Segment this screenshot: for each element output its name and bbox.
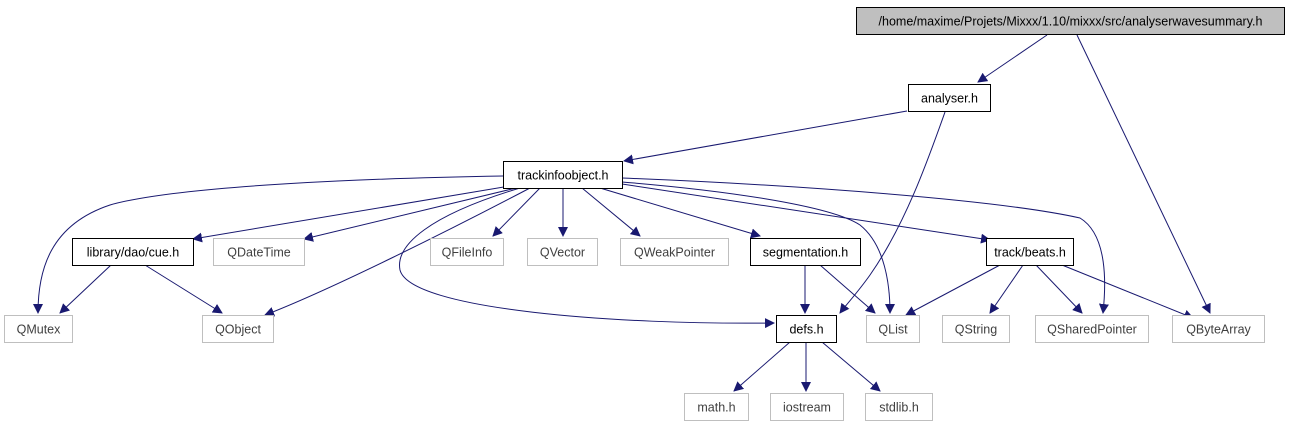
edge-trackinfo-to-qweakpointer xyxy=(581,187,641,237)
node-qweakpointer-box xyxy=(620,238,729,266)
edge-trackinfo-to-qdatetime xyxy=(303,187,517,242)
node-qsharedpointer[interactable]: QSharedPointer xyxy=(1035,315,1149,343)
node-beats-label: track/beats.h xyxy=(994,246,1066,260)
node-qsharedpointer-box xyxy=(1035,315,1149,343)
node-qobject-box xyxy=(202,315,274,343)
node-cue[interactable]: library/dao/cue.h xyxy=(72,238,194,266)
nodes-layer: /home/maxime/Projets/Mixxx/1.10/mixxx/sr… xyxy=(4,7,1285,421)
edges-layer xyxy=(33,34,1211,392)
node-segmentation[interactable]: segmentation.h xyxy=(750,238,861,266)
node-qmutex-label: QMutex xyxy=(17,323,62,337)
node-qdatetime[interactable]: QDateTime xyxy=(213,238,305,266)
node-qfileinfo-box xyxy=(430,238,504,266)
node-beats[interactable]: track/beats.h xyxy=(986,238,1074,266)
edge-segmentation-to-qlist xyxy=(819,264,876,314)
node-qvector-box xyxy=(527,238,598,266)
node-analyser-label: analyser.h xyxy=(921,92,978,106)
node-root-box xyxy=(856,7,1285,35)
edge-beats-to-qbytearray xyxy=(1061,264,1194,320)
node-qlist-box xyxy=(866,315,920,343)
node-iostream[interactable]: iostream xyxy=(770,393,844,421)
node-qvector[interactable]: QVector xyxy=(527,238,598,266)
node-math[interactable]: math.h xyxy=(684,393,749,421)
node-qlist[interactable]: QList xyxy=(866,315,920,343)
node-qmutex[interactable]: QMutex xyxy=(4,315,73,343)
edge-trackinfo-to-qlist xyxy=(621,181,895,314)
edge-trackinfo-to-cue xyxy=(192,185,511,243)
node-qobject-label: QObject xyxy=(215,323,261,337)
edge-root-to-analyser xyxy=(977,34,1048,83)
node-trackinfo-label: trackinfoobject.h xyxy=(517,169,608,183)
edge-beats-to-qlist xyxy=(905,264,1001,316)
node-defs-box xyxy=(776,315,837,343)
node-qweakpointer[interactable]: QWeakPointer xyxy=(620,238,729,266)
node-qdatetime-box xyxy=(213,238,305,266)
node-qbytearray-box xyxy=(1172,315,1265,343)
node-trackinfo-box xyxy=(503,161,623,189)
node-iostream-label: iostream xyxy=(783,401,831,415)
edge-trackinfo-to-qsharedpointer xyxy=(621,177,1109,314)
node-segmentation-label: segmentation.h xyxy=(763,246,849,260)
node-cue-label: library/dao/cue.h xyxy=(87,246,179,260)
node-math-box xyxy=(684,393,749,421)
edge-trackinfo-to-defs xyxy=(399,187,775,329)
edge-trackinfo-to-qfileinfo xyxy=(492,187,541,237)
node-qmutex-box xyxy=(4,315,73,343)
edge-analyser-to-trackinfo xyxy=(623,110,908,165)
node-stdlib[interactable]: stdlib.h xyxy=(865,393,933,421)
node-root-label: /home/maxime/Projets/Mixxx/1.10/mixxx/sr… xyxy=(879,15,1263,29)
node-math-label: math.h xyxy=(697,401,735,415)
edge-defs-to-stdlib xyxy=(821,341,881,392)
edge-defs-to-math xyxy=(733,341,791,392)
node-qfileinfo-label: QFileInfo xyxy=(442,246,493,260)
node-root: /home/maxime/Projets/Mixxx/1.10/mixxx/sr… xyxy=(856,7,1285,35)
node-qweakpointer-label: QWeakPointer xyxy=(634,246,715,260)
node-qfileinfo[interactable]: QFileInfo xyxy=(430,238,504,266)
node-qvector-label: QVector xyxy=(540,246,585,260)
node-qsharedpointer-label: QSharedPointer xyxy=(1047,323,1137,337)
node-iostream-box xyxy=(770,393,844,421)
node-qlist-label: QList xyxy=(878,323,908,337)
node-cue-box xyxy=(72,238,194,266)
node-qobject[interactable]: QObject xyxy=(202,315,274,343)
edge-trackinfo-to-beats xyxy=(621,183,991,244)
edge-beats-to-qsharedpointer xyxy=(1035,264,1083,314)
edge-cue-to-qobject xyxy=(144,264,223,314)
edge-trackinfo-to-segmentation xyxy=(599,187,761,239)
node-stdlib-box xyxy=(865,393,933,421)
node-qstring-box xyxy=(942,315,1010,343)
node-defs[interactable]: defs.h xyxy=(776,315,837,343)
node-qbytearray[interactable]: QByteArray xyxy=(1172,315,1265,343)
node-qstring-label: QString xyxy=(955,323,997,337)
edge-trackinfo-to-qmutex xyxy=(33,175,504,314)
node-stdlib-label: stdlib.h xyxy=(879,401,919,415)
node-analyser-box xyxy=(908,84,991,112)
edge-root-to-qbytearray xyxy=(1076,34,1211,314)
node-analyser[interactable]: analyser.h xyxy=(908,84,991,112)
node-qbytearray-label: QByteArray xyxy=(1186,323,1251,337)
edge-beats-to-qstring xyxy=(989,264,1024,314)
edge-trackinfo-to-qobject xyxy=(264,187,531,317)
node-defs-label: defs.h xyxy=(789,323,823,337)
node-qdatetime-label: QDateTime xyxy=(227,246,290,260)
node-segmentation-box xyxy=(750,238,861,266)
node-qstring[interactable]: QString xyxy=(942,315,1010,343)
node-trackinfo[interactable]: trackinfoobject.h xyxy=(503,161,623,189)
node-beats-box xyxy=(986,238,1074,266)
edge-analyser-to-defs xyxy=(839,111,946,314)
edge-cue-to-qmutex xyxy=(59,264,112,314)
